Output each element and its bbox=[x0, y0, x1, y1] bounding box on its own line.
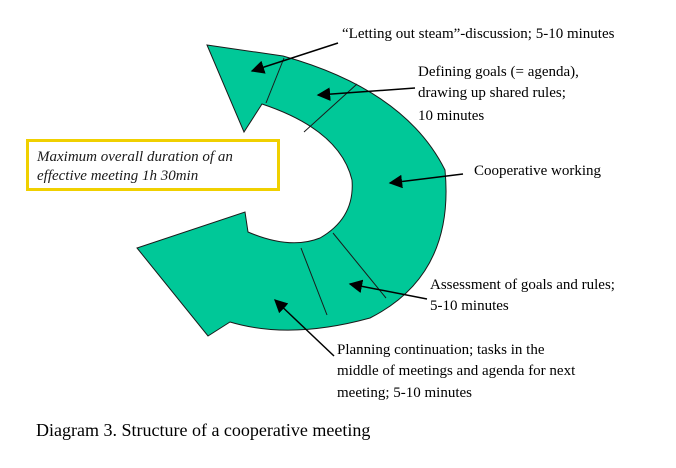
divider-assessment-planning bbox=[300, 247, 328, 316]
duration-note-box: Maximum overall duration of an effective… bbox=[26, 139, 280, 191]
duration-note-line-2: effective meeting 1h 30min bbox=[37, 168, 199, 184]
curved-cycle-arrow bbox=[136, 44, 447, 337]
label-assessment: Assessment of goals and rules; 5-10 minu… bbox=[430, 277, 619, 314]
divider-steam-goals bbox=[265, 57, 285, 104]
pointer-arrow-defining-goals bbox=[316, 87, 416, 101]
label-cooperative-working: Cooperative working bbox=[474, 163, 602, 179]
pointer-arrow-letting-out-steam bbox=[250, 42, 339, 74]
duration-note-line-1: Maximum overall duration of an bbox=[37, 149, 233, 165]
pointer-arrow-assessment bbox=[348, 279, 428, 300]
pointer-arrow-cooperative-working bbox=[388, 173, 464, 189]
label-letting-out-steam: “Letting out steam”-discussion; 5-10 min… bbox=[342, 26, 615, 42]
pointer-arrow-planning bbox=[274, 299, 335, 357]
label-planning: Planning continuation; tasks in the midd… bbox=[337, 342, 579, 401]
diagram-caption: Diagram 3. Structure of a cooperative me… bbox=[36, 420, 371, 440]
label-defining-goals: Defining goals (= agenda), drawing up sh… bbox=[418, 64, 583, 124]
divider-goals-working bbox=[303, 83, 358, 133]
divider-working-assessment bbox=[332, 232, 387, 299]
